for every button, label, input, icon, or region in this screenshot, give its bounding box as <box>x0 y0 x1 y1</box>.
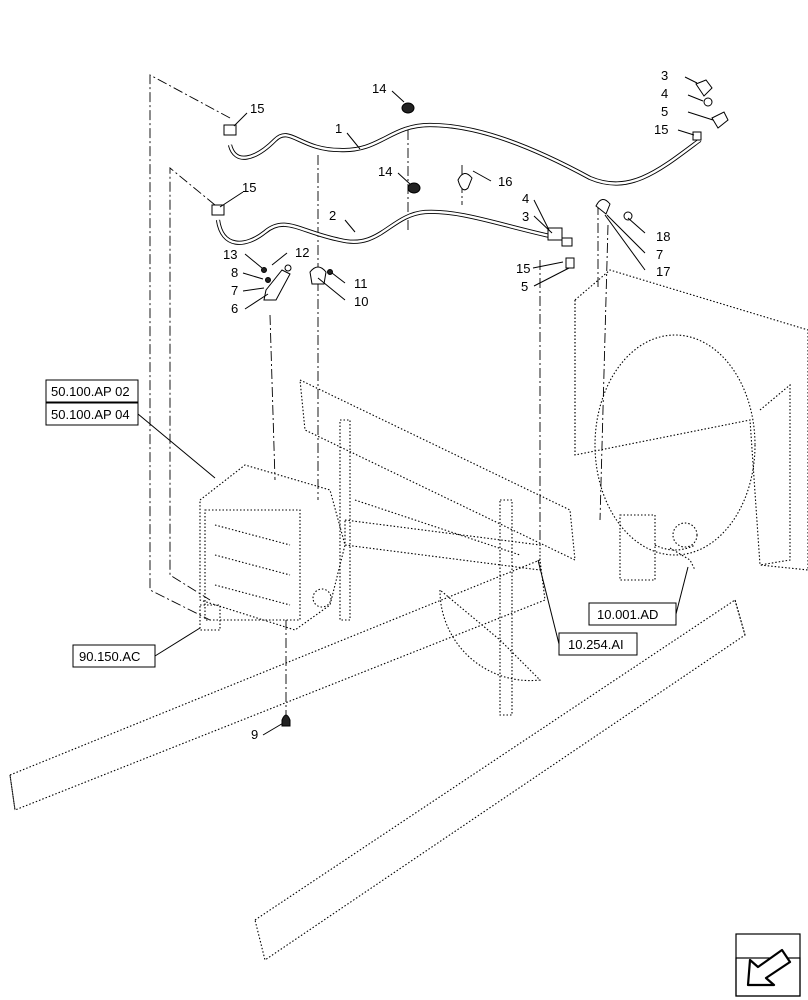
alignment-lines <box>149 74 609 718</box>
callout-7: 7 <box>231 283 238 298</box>
reference-ac-label: 90.150.AC <box>79 649 140 664</box>
reference-ap02-label: 50.100.AP 02 <box>51 384 130 399</box>
battery-box <box>199 464 346 631</box>
callout-15: 15 <box>516 261 530 276</box>
pump-assembly <box>619 514 698 581</box>
reference-ac[interactable]: 90.150.AC <box>72 627 201 668</box>
chassis-frame <box>9 379 746 961</box>
callout-15: 15 <box>654 122 668 137</box>
hose-1 <box>227 122 702 186</box>
leader-lines <box>219 76 714 736</box>
callout-7: 7 <box>656 247 663 262</box>
callout-5: 5 <box>521 279 528 294</box>
callout-4: 4 <box>661 86 668 101</box>
callout-14: 14 <box>378 164 392 179</box>
callout-13: 13 <box>223 247 237 262</box>
reference-ad[interactable]: 10.001.AD <box>588 566 689 626</box>
grease-fitting <box>281 714 291 727</box>
callout-4: 4 <box>522 191 529 206</box>
reference-ad-label: 10.001.AD <box>597 607 658 622</box>
callout-8: 8 <box>231 265 238 280</box>
callout-3: 3 <box>522 209 529 224</box>
next-page-arrow-icon[interactable] <box>735 933 801 997</box>
callout-14: 14 <box>372 81 386 96</box>
callout-12: 12 <box>295 245 309 260</box>
callout-17: 17 <box>656 264 670 279</box>
callout-11: 11 <box>354 276 368 291</box>
callout-labels: 15 1 14 3 4 5 15 14 16 15 2 4 3 18 7 17 … <box>223 68 670 742</box>
callout-6: 6 <box>231 301 238 316</box>
reference-ai[interactable]: 10.254.AI <box>537 559 638 656</box>
callout-9: 9 <box>251 727 258 742</box>
fittings <box>211 79 729 301</box>
radiator <box>574 269 808 571</box>
callout-10: 10 <box>354 294 368 309</box>
callout-18: 18 <box>656 229 670 244</box>
reference-ai-label: 10.254.AI <box>568 637 624 652</box>
callout-3: 3 <box>661 68 668 83</box>
callout-15: 15 <box>250 101 264 116</box>
callout-5: 5 <box>661 104 668 119</box>
callout-2: 2 <box>329 208 336 223</box>
reference-ap[interactable]: 50.100.AP 02 50.100.AP 04 <box>45 379 216 479</box>
callout-15: 15 <box>242 180 256 195</box>
reference-ap04-label: 50.100.AP 04 <box>51 407 130 422</box>
callout-16: 16 <box>498 174 512 189</box>
hose-2 <box>215 209 551 245</box>
callout-1: 1 <box>335 121 342 136</box>
